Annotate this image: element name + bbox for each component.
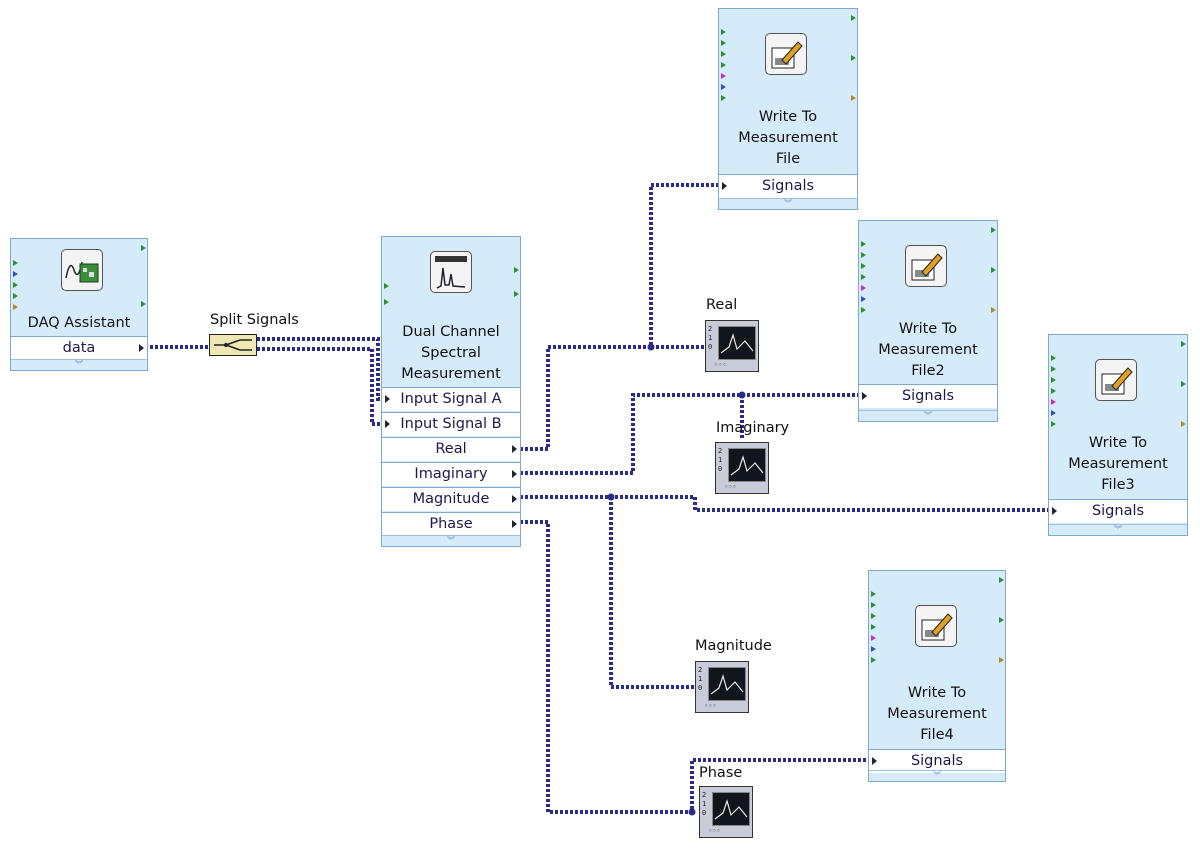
daq-assistant-icon	[61, 249, 103, 291]
write-file-2-title-1: Write To	[898, 321, 958, 337]
write-file-1-title-3: File	[775, 151, 801, 167]
input-arrow-icon	[385, 395, 390, 403]
phase-graph-label: Phase	[699, 765, 743, 781]
input-signal-b-terminal[interactable]: Input Signal B	[382, 412, 520, 436]
write-file-1-title-1: Write To	[758, 109, 818, 125]
output-arrow-icon	[512, 520, 517, 528]
spectral-measurement-icon	[430, 251, 472, 293]
input-arrow-icon	[1052, 507, 1057, 515]
imaginary-graph-label: Imaginary	[716, 420, 790, 436]
write-file-4-title-2: Measurement	[887, 706, 987, 722]
expand-handle-icon[interactable]: ︾	[11, 359, 147, 370]
write-file-3-signals-terminal[interactable]: Signals	[1049, 499, 1187, 523]
split-signals-node[interactable]	[209, 334, 257, 356]
wire-mag-graph	[609, 497, 697, 689]
write-file-2-title-2: Measurement	[878, 342, 978, 358]
input-arrow-icon	[862, 392, 867, 400]
write-file-icon	[1095, 359, 1137, 401]
wire-real	[520, 183, 720, 451]
waveform-graph-icon	[728, 448, 766, 482]
expand-handle-icon[interactable]: ︾	[719, 198, 857, 209]
write-file-2-title-3: File2	[911, 363, 945, 379]
write-file-1-signals-terminal[interactable]: Signals	[719, 174, 857, 198]
input-signal-a-terminal[interactable]: Input Signal A	[382, 387, 520, 411]
wire-split-a	[257, 337, 383, 401]
magnitude-graph-label: Magnitude	[695, 638, 772, 654]
magnitude-output-terminal[interactable]: Magnitude	[382, 487, 520, 511]
expand-handle-icon[interactable]: ︾	[1049, 524, 1187, 535]
write-file-3-title-2: Measurement	[1068, 456, 1168, 472]
write-file-node-1[interactable]: Write To Measurement File Signals ︾	[718, 8, 858, 210]
input-arrow-icon	[722, 182, 727, 190]
imaginary-output-terminal[interactable]: Imaginary	[382, 462, 520, 486]
input-arrow-icon	[872, 757, 877, 765]
wire-split-b	[257, 347, 383, 426]
input-arrow-icon	[385, 420, 390, 428]
write-file-4-title-1: Write To	[907, 685, 967, 701]
daq-data-terminal[interactable]: data	[11, 336, 147, 360]
write-file-1-title-2: Measurement	[738, 130, 838, 146]
expand-handle-icon[interactable]: ︾	[869, 770, 1005, 781]
output-arrow-icon	[512, 495, 517, 503]
write-file-3-title-3: File3	[1101, 477, 1135, 493]
wire-mag	[520, 495, 1050, 512]
output-arrow-icon	[139, 344, 144, 352]
output-arrow-icon	[512, 470, 517, 478]
wire-phase	[520, 520, 870, 814]
write-file-icon	[915, 605, 957, 647]
write-file-4-title-3: File4	[920, 727, 954, 743]
spectral-title-line-1: Dual Channel	[402, 324, 500, 340]
real-graph-label: Real	[706, 297, 738, 313]
spectral-measurement-node[interactable]: Dual Channel Spectral Measurement Input …	[381, 236, 521, 547]
expand-handle-icon[interactable]: ︾	[859, 410, 997, 421]
daq-assistant-title: DAQ Assistant	[27, 315, 131, 331]
wire-imag	[520, 393, 860, 475]
expand-handle-icon[interactable]: ︾	[382, 535, 520, 546]
real-output-terminal[interactable]: Real	[382, 437, 520, 461]
write-file-icon	[905, 245, 947, 287]
spectral-title-line-3: Measurement	[401, 366, 501, 382]
split-signals-label: Split Signals	[210, 312, 299, 328]
waveform-graph-icon	[718, 326, 756, 360]
write-file-node-3[interactable]: Write To Measurement File3 Signals ︾	[1048, 334, 1188, 536]
write-file-node-4[interactable]: Write To Measurement File4 Signals ︾	[868, 570, 1006, 782]
waveform-graph-icon	[712, 792, 750, 826]
daq-assistant-node[interactable]: DAQ Assistant data ︾	[10, 238, 148, 371]
waveform-graph-icon	[708, 667, 746, 701]
phase-output-terminal[interactable]: Phase	[382, 512, 520, 536]
write-file-node-2[interactable]: Write To Measurement File2 Signals ︾	[858, 220, 998, 422]
write-file-icon	[765, 33, 807, 75]
write-file-4-signals-terminal[interactable]: Signals	[869, 749, 1005, 773]
spectral-title-line-2: Spectral	[421, 345, 481, 361]
write-file-2-signals-terminal[interactable]: Signals	[859, 384, 997, 408]
write-file-3-title-1: Write To	[1088, 435, 1148, 451]
output-arrow-icon	[512, 445, 517, 453]
